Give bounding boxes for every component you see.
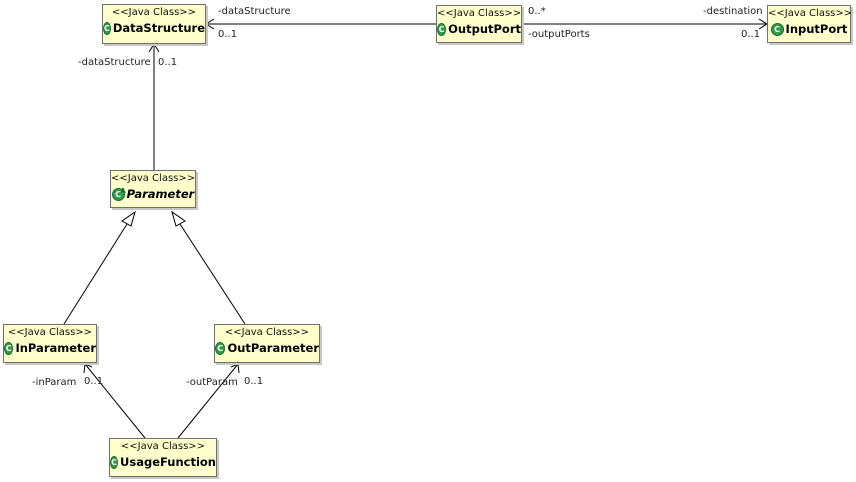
stereotype-label: <<Java Class>> <box>120 441 206 452</box>
class-name-row: C OutParameter <box>215 341 319 355</box>
class-usagefunction[interactable]: <<Java Class>> C UsageFunction <box>109 438 217 477</box>
class-icon: C <box>4 341 14 355</box>
multiplicity-op-source: 0..* <box>528 6 546 17</box>
stereotype-label: <<Java Class>> <box>111 7 197 18</box>
edge-outparameter-parameter <box>179 223 246 325</box>
class-name: DataStructure <box>112 21 206 35</box>
role-label-outputports: -outputPorts <box>528 29 590 40</box>
edge-usage-outparameter <box>177 363 239 439</box>
generalization-triangle-in <box>121 210 136 227</box>
class-icon: C <box>110 455 119 469</box>
class-name-row: C InParameter <box>4 341 96 355</box>
class-name: UsageFunction <box>120 455 216 469</box>
class-name-row: C InputPort <box>768 22 850 36</box>
role-label-param-datastructure: -dataStructure <box>78 57 151 68</box>
stereotype-label: <<Java Class>> <box>7 327 93 338</box>
arrowhead-usage-in <box>83 363 93 374</box>
class-name: OutputPort <box>448 22 521 36</box>
multiplicity-inputport: 0..1 <box>741 29 761 40</box>
class-name-row: C OutputPort <box>437 22 521 36</box>
multiplicity-op-datastructure: 0..1 <box>218 29 238 40</box>
role-label-op-datastructure: -dataStructure <box>218 6 291 17</box>
role-label-destination: -destination <box>703 6 763 17</box>
class-name: OutParameter <box>227 341 319 355</box>
edge-usage-inparameter <box>84 363 146 439</box>
multiplicity-outparam: 0..1 <box>244 376 264 387</box>
class-icon: C <box>437 22 447 36</box>
role-label-inparam: -inParam <box>32 377 77 388</box>
arrowhead-usage-out <box>230 363 240 374</box>
class-name-row: C UsageFunction <box>110 455 216 469</box>
class-name: InParameter <box>15 341 96 355</box>
class-outparameter[interactable]: <<Java Class>> C OutParameter <box>214 324 320 363</box>
stereotype-label: <<Java Class>> <box>768 8 853 19</box>
multiplicity-inparam: 0..1 <box>84 376 104 387</box>
class-inparameter[interactable]: <<Java Class>> C InParameter <box>3 324 97 363</box>
generalization-triangle-out <box>171 210 186 227</box>
stereotype-label: <<Java Class>> <box>111 173 196 184</box>
class-name: InputPort <box>785 22 848 36</box>
stereotype-label: <<Java Class>> <box>437 8 522 19</box>
class-name-row: C DataStructure <box>102 21 206 35</box>
arrowhead-param-ds <box>148 43 160 53</box>
edge-inparameter-parameter <box>63 223 128 325</box>
class-icon: C <box>770 22 784 36</box>
class-inputport[interactable]: <<Java Class>> C InputPort <box>767 5 853 43</box>
stereotype-label: <<Java Class>> <box>224 327 310 338</box>
multiplicity-param-datastructure: 0..1 <box>158 57 178 68</box>
arrowhead-datastructure <box>205 18 215 30</box>
class-name: Parameter <box>126 187 195 201</box>
class-datastructure[interactable]: <<Java Class>> C DataStructure <box>102 4 206 44</box>
role-label-outparam: -outParam <box>186 377 238 388</box>
class-icon: C <box>215 341 226 355</box>
class-icon: C <box>102 21 111 35</box>
class-outputport[interactable]: <<Java Class>> C OutputPort <box>436 5 522 43</box>
